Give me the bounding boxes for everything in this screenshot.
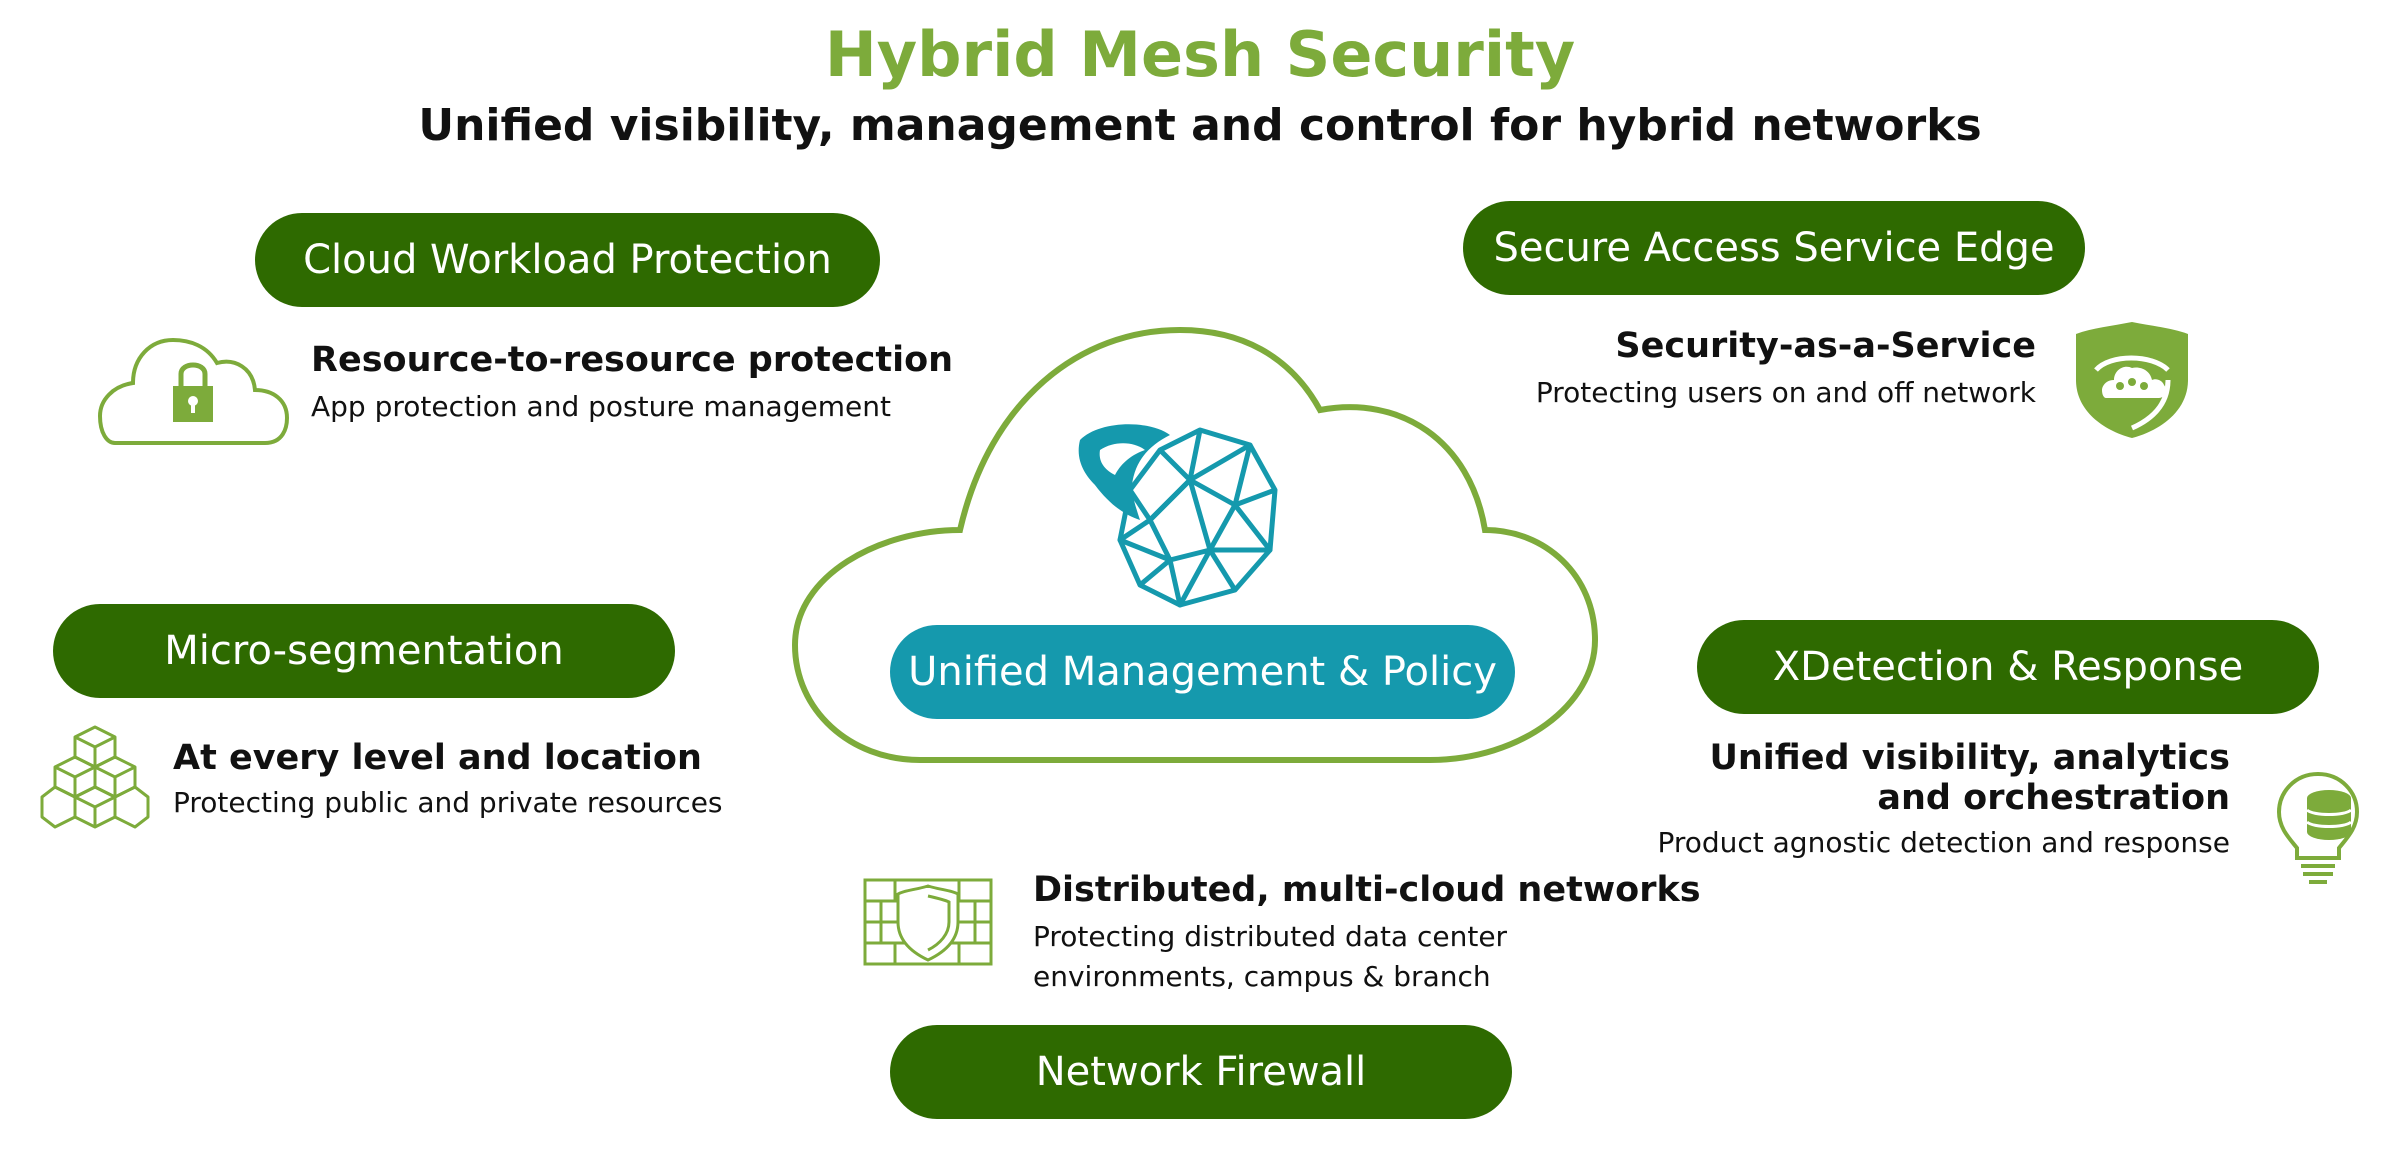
lightbulb-database-icon <box>2276 771 2360 884</box>
shield-cloud-icon <box>2076 322 2188 438</box>
page-subtitle: Unified visibility, management and contr… <box>418 100 1982 151</box>
cloud-lock-icon <box>97 337 290 445</box>
sase-pill: Secure Access Service Edge <box>1463 201 2085 295</box>
firewall-pill: Network Firewall <box>890 1025 1512 1119</box>
firewall-desc-line2: environments, campus & branch <box>1033 960 1491 993</box>
xdr-heading-line2: and orchestration <box>1877 778 2230 818</box>
xdr-desc: Product agnostic detection and response <box>1657 826 2230 859</box>
unified-management-pill: Unified Management & Policy <box>890 625 1515 719</box>
cubes-icon <box>40 725 150 829</box>
firewall-heading: Distributed, multi-cloud networks <box>1033 870 1701 910</box>
firewall-shield-icon <box>863 878 993 966</box>
cloud-workload-pill: Cloud Workload Protection <box>255 213 880 307</box>
mesh-sphere-logo-icon <box>1078 424 1278 608</box>
cloud-workload-heading: Resource-to-resource protection <box>311 340 954 380</box>
microseg-heading: At every level and location <box>173 738 702 778</box>
xdr-pill: XDetection & Response <box>1697 620 2319 714</box>
firewall-desc-line1: Protecting distributed data center <box>1033 920 1508 953</box>
microseg-desc: Protecting public and private resources <box>173 786 723 819</box>
sase-heading: Security-as-a-Service <box>1615 326 2036 366</box>
cloud-workload-desc: App protection and posture management <box>311 390 891 423</box>
xdr-heading-line1: Unified visibility, analytics <box>1709 738 2230 778</box>
microseg-pill: Micro-segmentation <box>53 604 675 698</box>
sase-desc: Protecting users on and off network <box>1535 376 2036 409</box>
page-title: Hybrid Mesh Security <box>824 18 1576 91</box>
